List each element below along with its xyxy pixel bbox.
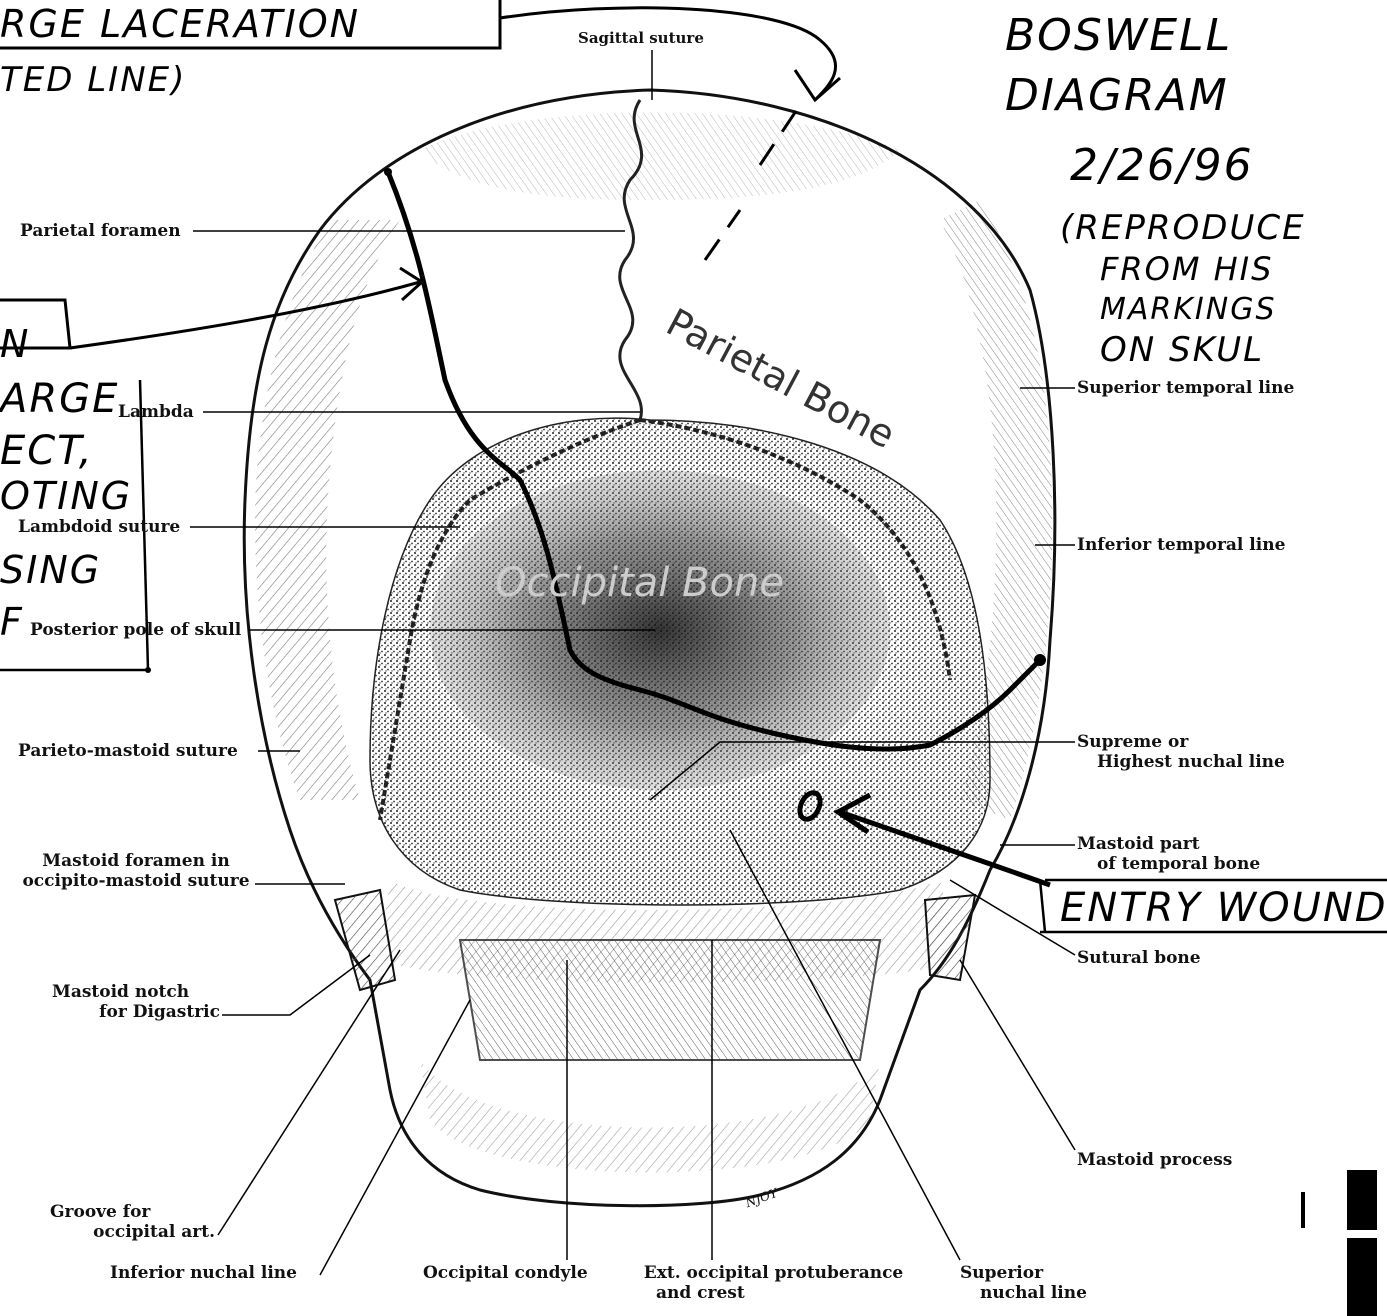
hand-top-line2: TED LINE) — [0, 60, 186, 100]
label-superior-nuchal: Superior nuchal line — [960, 1263, 1087, 1303]
label-groove-line2: occipital art. — [40, 1222, 215, 1242]
label-mastoid-part: Mastoid part of temporal bone — [1077, 834, 1260, 874]
label-superior-temporal: Superior temporal line — [1077, 378, 1294, 398]
hand-note-line4: ON SKUL — [1100, 330, 1264, 370]
label-mastoid-notch-line2: for Digastric — [40, 1002, 220, 1022]
hand-title-line1: BOSWELL — [1005, 10, 1232, 61]
hand-left-line1: N — [0, 322, 30, 366]
hand-entry-wound: ENTRY WOUND — [1060, 885, 1387, 931]
label-mastoid-notch-line1: Mastoid notch — [40, 982, 220, 1002]
label-lambdoid-suture: Lambdoid suture — [18, 517, 180, 537]
label-posterior-pole: Posterior pole of skull — [30, 620, 241, 640]
label-ext-occipital: Ext. occipital protuberance and crest — [636, 1263, 911, 1303]
hand-note-line3: MARKINGS — [1100, 292, 1277, 327]
label-supreme-line2: Highest nuchal line — [1077, 752, 1285, 772]
label-superior-nuchal-line1: Superior — [960, 1263, 1087, 1283]
label-mastoid-foramen-line2: occipito-mastoid suture — [16, 871, 256, 891]
label-groove-occipital: Groove for occipital art. — [40, 1202, 215, 1242]
hand-left-line4: OTING — [0, 474, 132, 518]
label-ext-occipital-line1: Ext. occipital protuberance — [636, 1263, 911, 1283]
hand-note-line1: (REPRODUCE — [1060, 208, 1306, 248]
label-inferior-temporal: Inferior temporal line — [1077, 535, 1285, 555]
label-inferior-nuchal: Inferior nuchal line — [110, 1263, 297, 1283]
hand-title-line2: DIAGRAM — [1005, 70, 1229, 121]
label-parietal-foramen: Parietal foramen — [20, 221, 181, 241]
label-groove-line1: Groove for — [40, 1202, 215, 1222]
hand-left-line5: SING — [0, 548, 101, 592]
hand-left-line3: ECT, — [0, 428, 94, 474]
hand-date: 2/26/96 — [1070, 140, 1254, 191]
hand-note-line2: FROM HIS — [1100, 250, 1273, 288]
hand-top-line1: RGE LACERATION — [0, 2, 360, 46]
label-lambda: Lambda — [118, 402, 194, 422]
label-mastoid-part-line2: of temporal bone — [1077, 854, 1260, 874]
label-mastoid-foramen-line1: Mastoid foramen in — [16, 851, 256, 871]
hand-left-line2: ARGE — [0, 376, 119, 422]
label-parieto-mastoid: Parieto-mastoid suture — [18, 741, 238, 761]
hand-left-line6: F — [0, 600, 24, 644]
label-mastoid-part-line1: Mastoid part — [1077, 834, 1260, 854]
occipital-bone-label: Occipital Bone — [495, 560, 784, 606]
label-sutural-bone: Sutural bone — [1077, 948, 1201, 968]
label-ext-occipital-line2: and crest — [636, 1283, 911, 1303]
label-mastoid-foramen: Mastoid foramen in occipito-mastoid sutu… — [16, 851, 256, 891]
teeth-area — [460, 940, 880, 1060]
label-supreme-line1: Supreme or — [1077, 732, 1285, 752]
label-mastoid-process: Mastoid process — [1077, 1150, 1232, 1170]
label-supreme-nuchal: Supreme or Highest nuchal line — [1077, 732, 1285, 772]
label-occipital-condyle: Occipital condyle — [423, 1263, 588, 1283]
label-sagittal-suture: Sagittal suture — [578, 28, 704, 48]
label-mastoid-notch: Mastoid notch for Digastric — [40, 982, 220, 1022]
label-superior-nuchal-line2: nuchal line — [960, 1283, 1087, 1303]
